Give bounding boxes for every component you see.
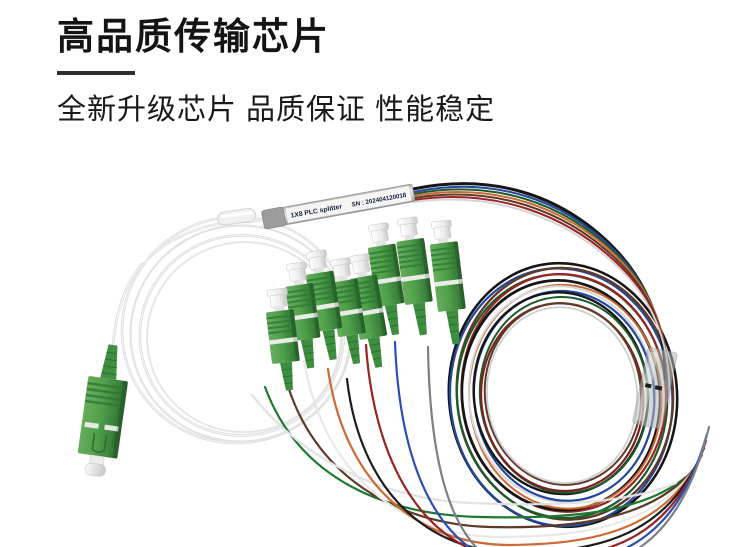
pigtail-fibers xyxy=(250,340,711,547)
page-title: 高品质传输芯片 xyxy=(57,16,330,57)
pigtail-fiber xyxy=(364,343,708,547)
output-connector xyxy=(430,219,466,345)
pigtail-fiber xyxy=(250,393,678,506)
output-connector xyxy=(329,257,366,365)
fiber-bundle xyxy=(411,182,671,404)
pigtail-fiber xyxy=(263,385,688,519)
input-connector xyxy=(77,344,129,477)
splitter-tube: 1X8 PLC splitter SN : 202404120018 xyxy=(261,183,416,230)
pigtail-fiber xyxy=(393,340,709,547)
page-subtitle: 全新升级芯片 品质保证 性能稳定 xyxy=(57,94,496,127)
pigtail-fiber xyxy=(345,377,706,547)
product-header: 高品质传输芯片 全新升级芯片 品质保证 性能稳定 xyxy=(57,14,737,128)
tube-label xyxy=(285,185,413,224)
coil-wrap xyxy=(632,347,678,430)
title-underline xyxy=(57,71,135,76)
output-connector xyxy=(266,287,300,391)
output-connector xyxy=(367,222,405,336)
pigtail-fiber xyxy=(426,345,711,547)
product-photo: 1X8 PLC splitter SN : 202404120018 xyxy=(77,182,711,547)
fiber-sleeve xyxy=(217,207,257,226)
pigtail-fiber xyxy=(326,367,704,547)
output-connectors xyxy=(266,216,466,391)
output-connector xyxy=(396,216,433,336)
pigtail-fiber xyxy=(282,370,696,529)
pigtail-fiber xyxy=(302,359,701,539)
